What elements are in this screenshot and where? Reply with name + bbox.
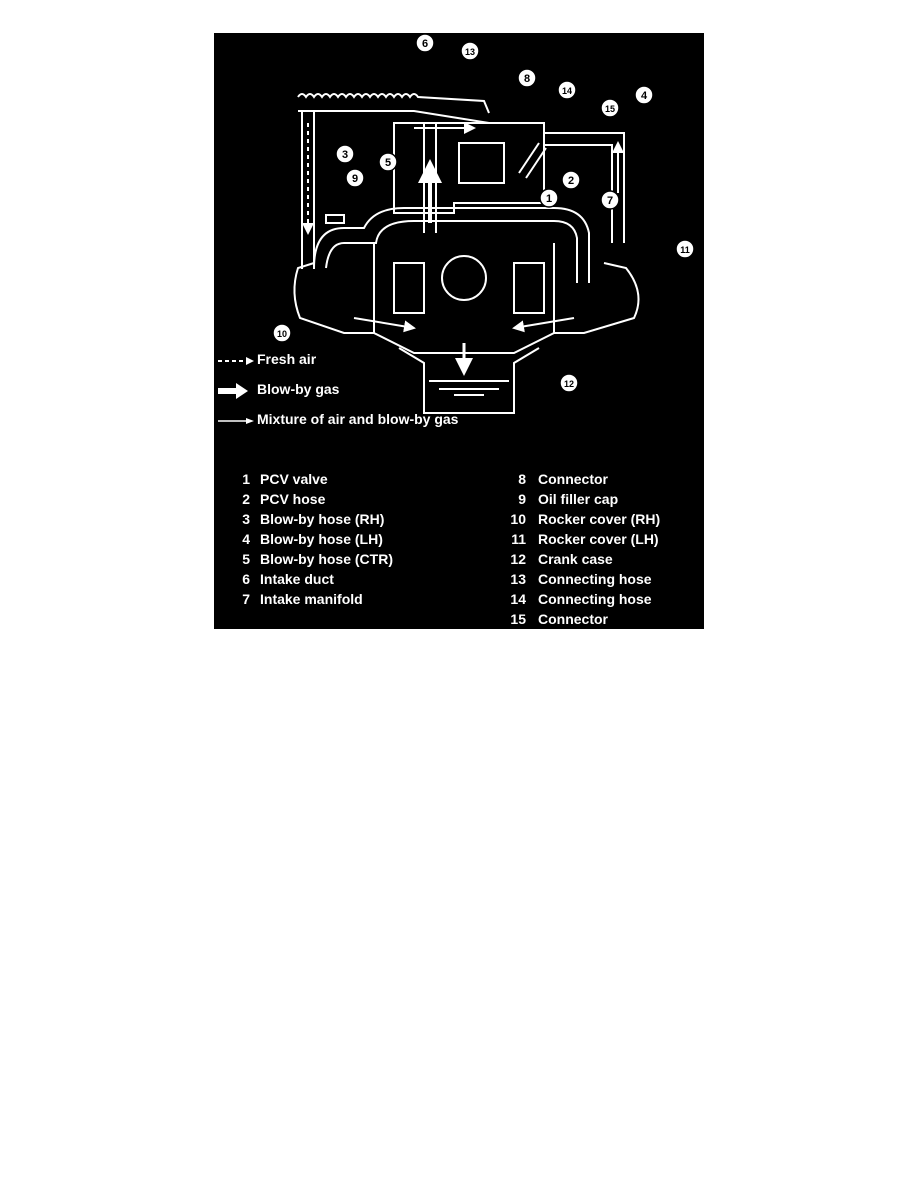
callout-number: 8 (524, 73, 530, 85)
thin-arrow-icon (218, 418, 254, 424)
bold-arrow-icon (218, 383, 248, 399)
part-number: 1 (242, 471, 250, 487)
part-label: Connector (538, 471, 608, 487)
legend-label: Fresh air (257, 351, 317, 367)
callout-circle (559, 373, 579, 393)
callout-circle (517, 68, 537, 88)
legend-label: Mixture of air and blow-by gas (257, 411, 459, 427)
part-label: Blow-by hose (RH) (260, 511, 385, 527)
callout-circle (557, 80, 577, 100)
callout-6: 6 (415, 33, 435, 53)
callout-number: 14 (562, 86, 572, 96)
callout-number: 10 (277, 329, 287, 339)
callout-8: 8 (517, 68, 537, 88)
callout-4: 4 (634, 85, 654, 105)
part-number: 5 (242, 551, 250, 567)
callout-3: 3 (335, 144, 355, 164)
part-number: 6 (242, 571, 250, 587)
legend-label: Blow-by gas (257, 381, 340, 397)
callout-15: 15 (600, 98, 620, 118)
callout-13: 13 (460, 41, 480, 61)
callout-number: 15 (605, 104, 615, 114)
part-number: 7 (242, 591, 250, 607)
intake-duct-shape (297, 93, 490, 114)
callout-circle (345, 168, 365, 188)
callout-number: 5 (385, 157, 391, 169)
part-number: 8 (518, 471, 526, 487)
callout-10: 10 (272, 323, 292, 343)
part-label: Rocker cover (LH) (538, 531, 659, 547)
part-number: 11 (511, 531, 526, 547)
callout-circle (460, 41, 480, 61)
callout-circle (335, 144, 355, 164)
part-label: Blow-by hose (LH) (260, 531, 383, 547)
part-label: Blow-by hose (CTR) (260, 551, 393, 567)
callout-number: 2 (568, 175, 574, 187)
callout-number: 9 (352, 173, 358, 185)
part-label: PCV hose (260, 491, 326, 507)
part-label: PCV valve (260, 471, 328, 487)
callout-number: 1 (546, 193, 552, 205)
callout-number: 4 (641, 90, 648, 102)
callout-circle (675, 239, 695, 259)
callout-number: 7 (607, 195, 613, 207)
callout-number: 13 (465, 47, 475, 57)
callout-circle (600, 190, 620, 210)
part-label: Connecting hose (538, 571, 652, 587)
callout-14: 14 (557, 80, 577, 100)
part-number: 4 (242, 531, 250, 547)
callout-1: 1 (539, 188, 559, 208)
callout-circle (415, 33, 435, 53)
part-number: 12 (510, 551, 526, 567)
callout-number: 12 (564, 379, 574, 389)
part-label: Crank case (538, 551, 613, 567)
callout-number: 6 (422, 38, 428, 50)
callout-number: 3 (342, 149, 348, 161)
part-label: Intake manifold (260, 591, 363, 607)
callout-2: 2 (561, 170, 581, 190)
callout-circle (561, 170, 581, 190)
part-number: 10 (510, 511, 526, 527)
part-number: 14 (510, 591, 526, 607)
part-number: 13 (510, 571, 526, 587)
part-number: 2 (242, 491, 250, 507)
part-label: Connecting hose (538, 591, 652, 607)
part-number: 3 (242, 511, 250, 527)
callout-circle (600, 98, 620, 118)
part-label: Oil filler cap (538, 491, 619, 507)
callout-circle (378, 152, 398, 172)
callout-circle (634, 85, 654, 105)
callout-7: 7 (600, 190, 620, 210)
callout-number: 11 (680, 245, 690, 255)
callout-circle (272, 323, 292, 343)
callout-11: 11 (675, 239, 695, 259)
part-number: 15 (510, 611, 526, 627)
dashed-arrow-icon (218, 357, 254, 365)
part-number: 9 (518, 491, 526, 507)
part-label: Intake duct (260, 571, 334, 587)
part-label: Rocker cover (RH) (538, 511, 661, 527)
callout-5: 5 (378, 152, 398, 172)
callout-9: 9 (345, 168, 365, 188)
callout-12: 12 (559, 373, 579, 393)
callout-circle (539, 188, 559, 208)
part-label: Connector (538, 611, 608, 627)
